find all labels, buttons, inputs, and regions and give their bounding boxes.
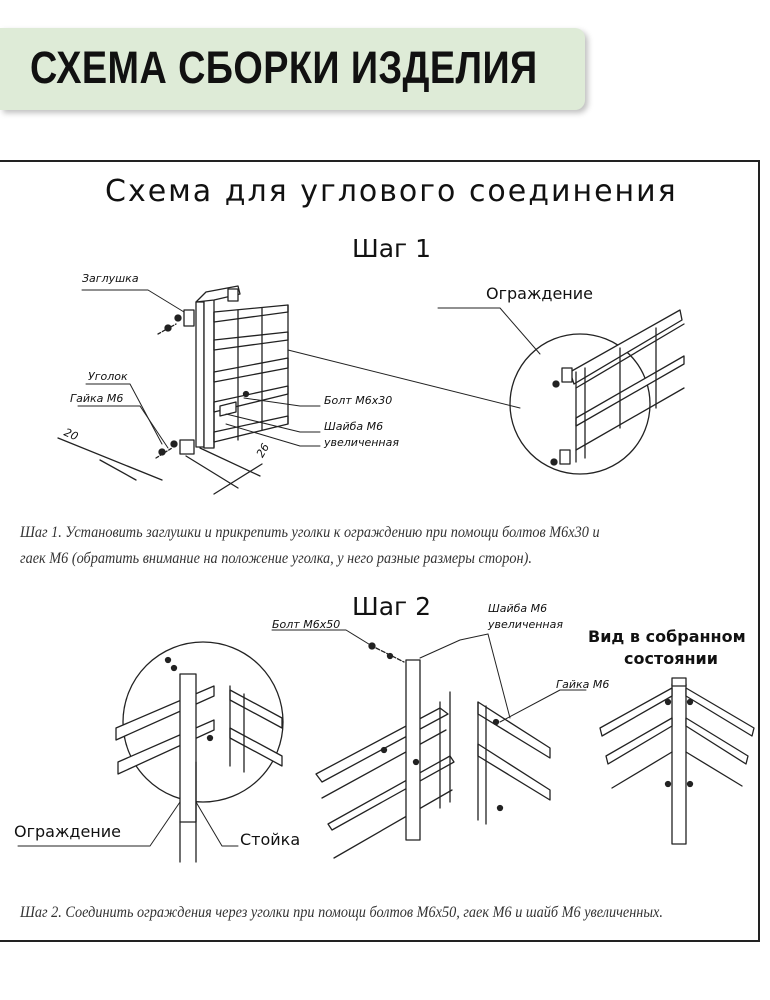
step1-fence-section xyxy=(58,286,288,494)
step2-detail-circle xyxy=(116,642,283,862)
step2-label-assembled-1: Вид в собранном xyxy=(588,627,746,646)
page-title: СХЕМА СБОРКИ ИЗДЕЛИЯ xyxy=(30,42,538,93)
step2-leaders-left xyxy=(18,802,238,846)
step1-note-line2: гаек М6 (обратить внимание на положение … xyxy=(20,550,532,567)
step2-label-assembled-2: состоянии xyxy=(624,649,718,668)
step2-label-nut: Гайка М6 xyxy=(556,678,610,691)
step2-label-bolt: Болт М6х50 xyxy=(272,618,341,631)
step1-leaders xyxy=(78,290,540,448)
step2-label-washer-1: Шайба М6 xyxy=(488,602,548,615)
step2-leaders-mid xyxy=(272,630,586,722)
step2-label-fence: Ограждение xyxy=(14,822,121,841)
step2-assembled-view xyxy=(600,678,754,844)
step1-detail-circle xyxy=(510,310,684,474)
step1-label-nut: Гайка М6 xyxy=(70,392,124,405)
step1-label-corner: Уголок xyxy=(88,370,128,383)
step1-label-bolt: Болт М6х30 xyxy=(324,394,393,407)
step2-note: Шаг 2. Соединить ограждения через уголки… xyxy=(20,904,663,921)
step2-heading: Шаг 2 xyxy=(352,592,432,621)
step1-label-cap: Заглушка xyxy=(82,272,139,285)
header-banner: СХЕМА СБОРКИ ИЗДЕЛИЯ xyxy=(0,28,585,110)
step2-label-washer-2: увеличенная xyxy=(488,618,563,631)
step2-label-post: Стойка xyxy=(240,830,301,849)
step1-label-washer-1: Шайба М6 xyxy=(324,420,384,433)
step1-label-washer-2: увеличенная xyxy=(324,436,399,449)
step1-heading: Шаг 1 xyxy=(352,234,432,263)
assembly-sheet: Схема для углового соединения Шаг 1 Загл… xyxy=(0,160,760,942)
step2-exploded-view xyxy=(316,643,550,858)
scheme-title: Схема для углового соединения xyxy=(105,174,678,209)
step1-label-fence: Ограждение xyxy=(486,284,593,303)
assembly-drawing xyxy=(0,162,758,940)
step1-note-line1: Шаг 1. Установить заглушки и прикрепить … xyxy=(20,524,600,541)
